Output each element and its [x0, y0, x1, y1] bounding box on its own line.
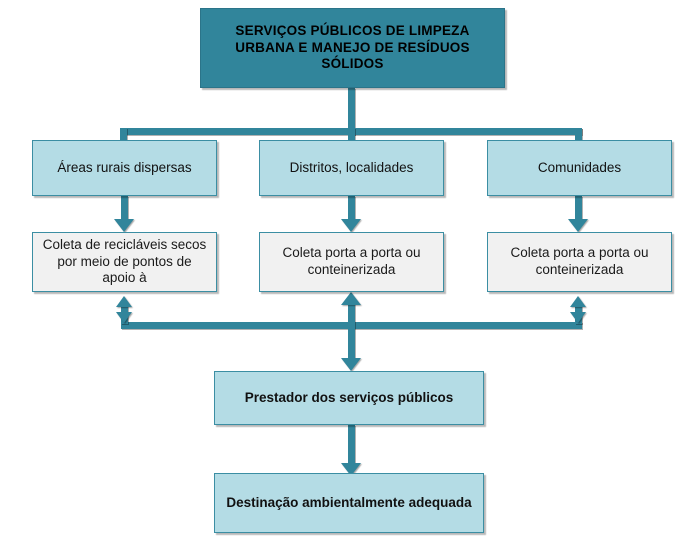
connector-territory-drop-right	[575, 128, 582, 146]
arrowhead-provider-to-destination-icon	[341, 463, 361, 476]
node-collection-reciclaveis[interactable]: Coleta de recicláveis secos por meio de …	[32, 232, 217, 292]
node-root-label: SERVIÇOS PÚBLICOS DE LIMPEZA URBANA E MA…	[235, 22, 470, 72]
node-territory-0-label: Áreas rurais dispersas	[57, 159, 192, 175]
arrowhead-bus-to-provider-icon	[341, 358, 361, 371]
arrowhead-coleta-0-up-icon	[116, 296, 132, 307]
node-provider-label: Prestador dos serviços públicos	[244, 389, 454, 405]
node-collection-porta-a-porta-centro[interactable]: Coleta porta a porta ou conteinerizada	[259, 232, 444, 292]
node-territory-comunidades[interactable]: Comunidades	[487, 140, 672, 196]
node-destinacao-ambientalmente-adequada[interactable]: Destinação ambientalmente adequada	[214, 473, 484, 533]
connector-areas-to-coleta	[121, 196, 128, 222]
arrowhead-comunidades-to-coleta-icon	[568, 219, 588, 232]
node-collection-2-label: Coleta porta a porta ou conteinerizada	[510, 245, 649, 277]
node-collection-0-label: Coleta de recicláveis secos por meio de …	[42, 236, 207, 286]
node-collection-1-label: Coleta porta a porta ou conteinerizada	[282, 245, 421, 277]
connector-distritos-to-coleta	[348, 196, 355, 222]
node-collection-porta-a-porta-direita[interactable]: Coleta porta a porta ou conteinerizada	[487, 232, 672, 292]
connector-territory-drop-left	[120, 128, 127, 146]
arrowhead-coleta-2-down-icon	[570, 312, 586, 323]
arrowhead-coleta-0-down-icon	[116, 312, 132, 323]
node-territory-1-label: Distritos, localidades	[289, 159, 414, 175]
connector-territory-drop-center	[348, 128, 355, 146]
connector-root-stem	[348, 88, 355, 135]
connector-comunidades-to-coleta	[575, 196, 582, 222]
arrowhead-center-up-icon	[341, 292, 361, 305]
arrowhead-areas-to-coleta-icon	[114, 219, 134, 232]
node-territory-distritos[interactable]: Distritos, localidades	[259, 140, 444, 196]
connector-coleta-1-to-provider	[348, 300, 355, 362]
node-destination-label: Destinação ambientalmente adequada	[226, 494, 472, 510]
arrowhead-coleta-2-up-icon	[570, 296, 586, 307]
arrowhead-distritos-to-coleta-icon	[341, 219, 361, 232]
node-territory-2-label: Comunidades	[537, 159, 622, 175]
node-territory-areas-rurais[interactable]: Áreas rurais dispersas	[32, 140, 217, 196]
node-root-servicos-publicos[interactable]: SERVIÇOS PÚBLICOS DE LIMPEZA URBANA E MA…	[200, 8, 505, 88]
connector-provider-to-destination	[348, 425, 355, 467]
node-prestador-servicos-publicos[interactable]: Prestador dos serviços públicos	[214, 371, 484, 425]
